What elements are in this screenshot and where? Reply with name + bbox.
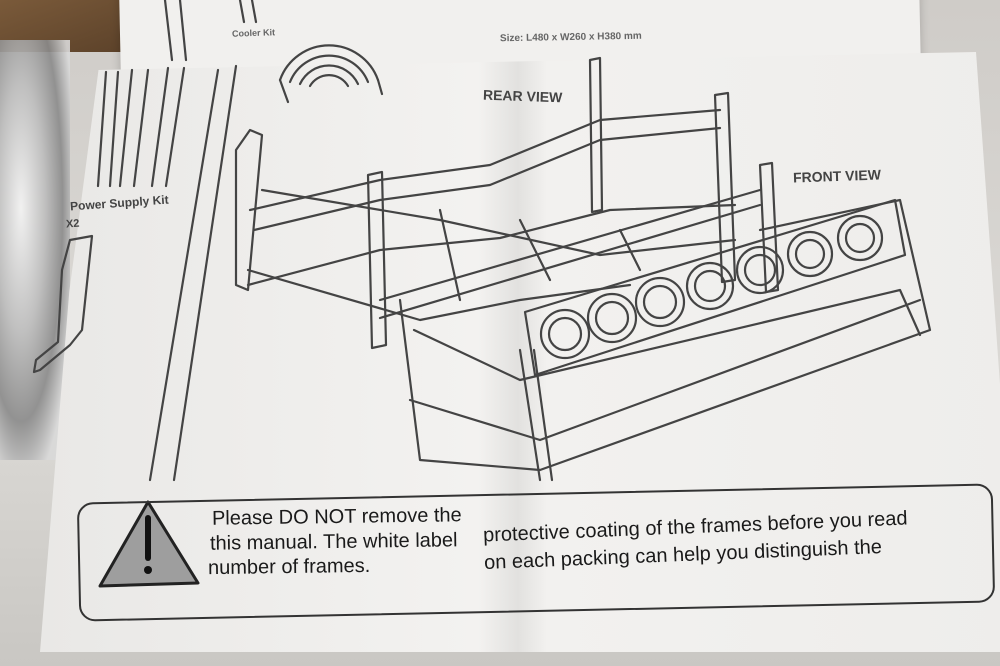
rear-view-label: REAR VIEW	[482, 86, 563, 106]
warning-icon	[98, 500, 200, 588]
front-view-label: FRONT VIEW	[792, 166, 882, 186]
top-rail-lines	[163, 0, 258, 62]
plastic-wrap	[0, 40, 70, 460]
mining-frame	[234, 56, 932, 482]
cooler-fan-grill	[278, 44, 384, 104]
fan-bar	[523, 198, 907, 377]
power-supply-bracket	[32, 234, 94, 374]
warning-line2a: this manual. The white label	[209, 529, 458, 555]
left-frame-rails	[96, 64, 238, 482]
warning-line3: number of frames.	[207, 554, 371, 580]
part-count: X2	[65, 217, 80, 231]
warning-line1a: Please DO NOT remove the	[211, 504, 462, 530]
